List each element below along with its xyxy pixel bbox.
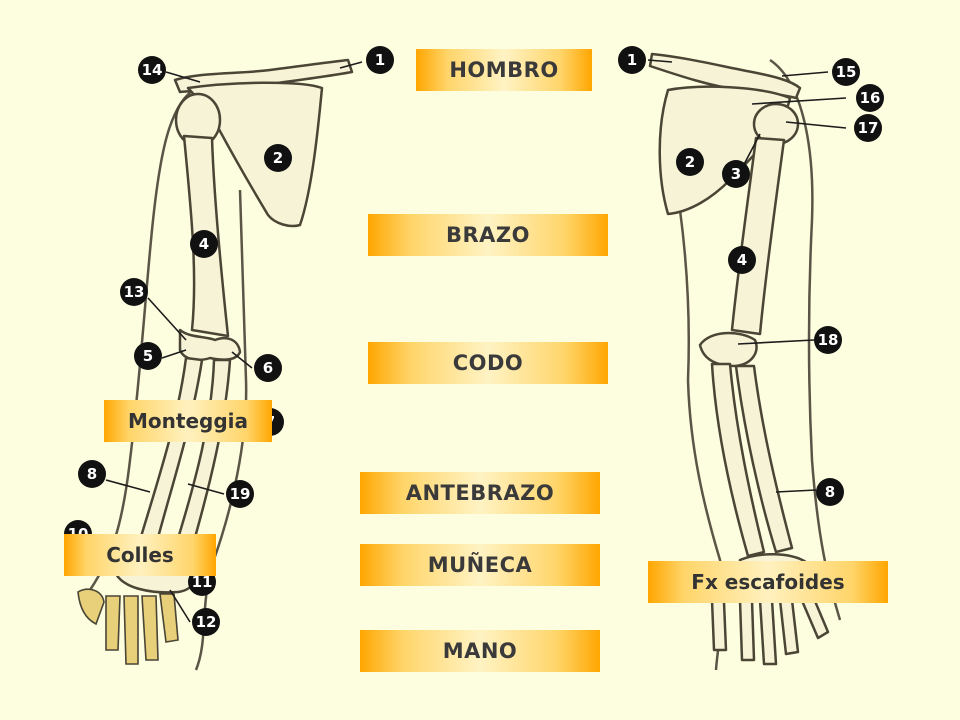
leader-left-1 — [339, 61, 363, 69]
marker-right-15-label: 15 — [836, 63, 857, 81]
left-finger-4 — [141, 595, 159, 661]
leader-left-6 — [231, 351, 253, 369]
fracture-label-scaphoid: Fx escafoides — [648, 561, 888, 603]
leader-left-12 — [169, 589, 191, 623]
marker-left-8-label: 8 — [87, 465, 97, 483]
left-finger-5 — [159, 593, 179, 643]
marker-left-6-label: 6 — [263, 359, 273, 377]
left-finger-2 — [105, 595, 121, 651]
leader-left-14 — [165, 71, 201, 83]
marker-right-3: 3 — [722, 160, 750, 188]
marker-right-15: 15 — [832, 58, 860, 86]
marker-left-1-label: 1 — [375, 51, 385, 69]
right-clavicle — [648, 52, 802, 100]
leader-right-16 — [751, 97, 847, 105]
region-label-elbow: CODO — [368, 342, 608, 384]
right-elbow-joint — [698, 331, 758, 368]
marker-right-8-label: 8 — [825, 483, 835, 501]
marker-left-1: 1 — [366, 46, 394, 74]
marker-right-18-label: 18 — [818, 331, 839, 349]
left-finger-3 — [123, 595, 139, 665]
region-label-hand: MANO — [360, 630, 600, 672]
marker-right-2: 2 — [676, 148, 704, 176]
leader-left-13 — [147, 297, 187, 341]
leader-right-1 — [647, 59, 673, 63]
leader-right-8 — [775, 489, 817, 493]
left-finger-1 — [77, 588, 105, 626]
marker-right-16-label: 16 — [860, 89, 881, 107]
marker-right-1-label: 1 — [627, 51, 637, 69]
marker-right-16: 16 — [856, 84, 884, 112]
marker-left-5-label: 5 — [143, 347, 153, 365]
marker-right-3-label: 3 — [731, 165, 741, 183]
marker-left-13-label: 13 — [124, 283, 145, 301]
marker-right-17: 17 — [854, 114, 882, 142]
marker-right-4-label: 4 — [737, 251, 747, 269]
right-radius — [710, 362, 766, 558]
marker-right-18: 18 — [814, 326, 842, 354]
marker-left-14: 14 — [138, 56, 166, 84]
marker-right-2-label: 2 — [685, 153, 695, 171]
marker-left-19: 19 — [226, 480, 254, 508]
region-label-wrist: MUÑECA — [360, 544, 600, 586]
right-humerus — [730, 136, 786, 336]
region-label-forearm: ANTEBRAZO — [360, 472, 600, 514]
marker-right-1: 1 — [618, 46, 646, 74]
marker-left-13: 13 — [120, 278, 148, 306]
marker-left-19-label: 19 — [230, 485, 251, 503]
marker-left-8: 8 — [78, 460, 106, 488]
leader-left-19 — [187, 483, 225, 495]
marker-right-17-label: 17 — [858, 119, 879, 137]
marker-left-5: 5 — [134, 342, 162, 370]
marker-left-2-label: 2 — [273, 149, 283, 167]
leader-left-8 — [105, 479, 151, 493]
marker-left-4: 4 — [190, 230, 218, 258]
leader-left-5 — [161, 349, 187, 359]
fracture-label-monteggia: Monteggia — [104, 400, 272, 442]
marker-right-4: 4 — [728, 246, 756, 274]
marker-left-6: 6 — [254, 354, 282, 382]
fracture-label-colles: Colles — [64, 534, 216, 576]
leader-right-15 — [781, 71, 829, 77]
marker-left-12-label: 12 — [196, 613, 217, 631]
marker-left-12: 12 — [192, 608, 220, 636]
region-label-arm: BRAZO — [368, 214, 608, 256]
marker-left-2: 2 — [264, 144, 292, 172]
region-label-shoulder: HOMBRO — [416, 49, 592, 91]
marker-left-14-label: 14 — [142, 61, 163, 79]
right-ulna — [734, 364, 794, 554]
marker-left-11-label: 11 — [192, 573, 213, 591]
marker-right-8: 8 — [816, 478, 844, 506]
leader-right-18 — [737, 339, 815, 345]
leader-right-17 — [785, 121, 847, 129]
marker-left-4-label: 4 — [199, 235, 209, 253]
